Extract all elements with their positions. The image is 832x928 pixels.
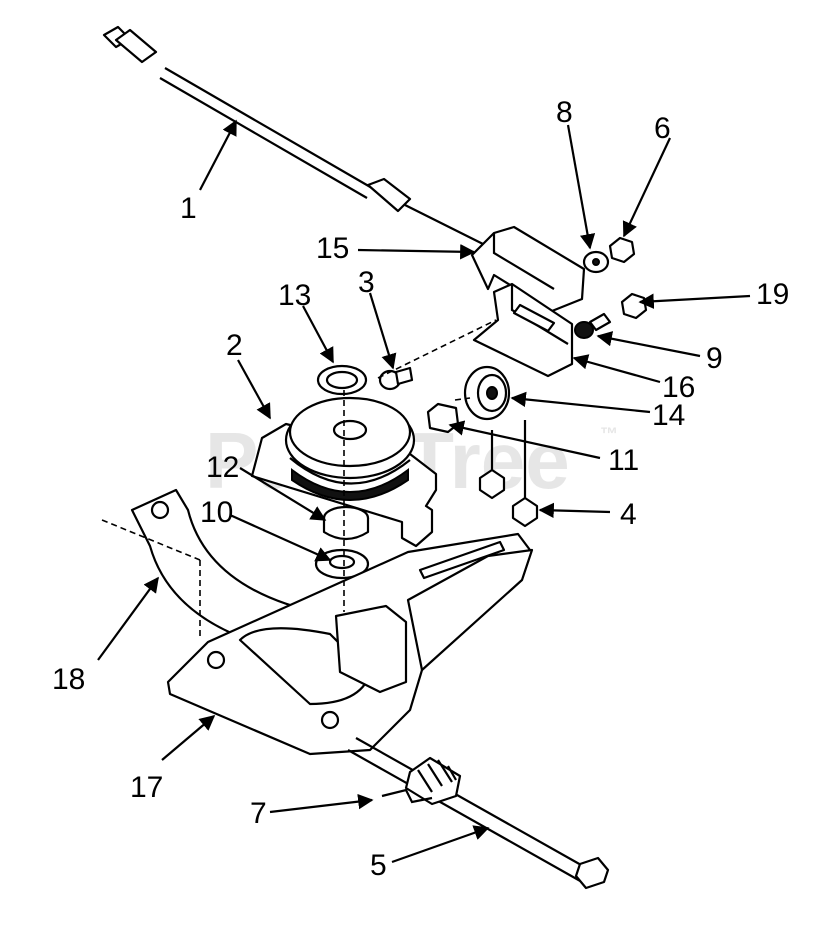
leaders [97, 119, 751, 864]
callout-15: 15 [316, 232, 349, 265]
callout-17: 17 [130, 771, 163, 804]
part-17-base-plate [166, 532, 534, 756]
callout-19: 19 [756, 278, 789, 311]
part-12-collar [322, 505, 370, 541]
part-13-ring [316, 364, 368, 396]
part-7-spring [381, 756, 462, 806]
part-9-bolt [574, 312, 612, 339]
part-6-nut [608, 236, 636, 264]
callout-8: 8 [556, 96, 573, 129]
part-19-nut [620, 292, 648, 320]
part-11-bushing [426, 402, 460, 434]
callout-4: 4 [620, 498, 637, 531]
callout-11: 11 [608, 444, 639, 477]
part-16-bracket [472, 282, 574, 378]
callout-14: 14 [652, 399, 685, 432]
callout-7: 7 [250, 797, 267, 830]
callout-3: 3 [358, 266, 375, 299]
callout-18: 18 [52, 663, 85, 696]
part-14-idler-pulley [463, 365, 511, 421]
callout-10: 10 [200, 496, 233, 529]
part-5-shaft [347, 737, 610, 890]
callout-6: 6 [654, 112, 671, 145]
part-4-bolt [478, 420, 539, 528]
watermark-tm: ™ [600, 424, 618, 444]
callout-2: 2 [226, 329, 243, 362]
callout-5: 5 [370, 849, 387, 882]
callout-13: 13 [278, 279, 311, 312]
callout-12: 12 [206, 451, 239, 484]
callout-16: 16 [662, 371, 695, 404]
callout-1: 1 [180, 192, 197, 225]
part-8-washer [582, 250, 610, 274]
part-15-bracket [470, 225, 586, 313]
callout-labels: 1 2 3 4 5 6 7 8 9 10 11 12 13 14 15 16 1… [52, 96, 789, 882]
callout-9: 9 [706, 342, 723, 375]
part-3-pin [378, 366, 414, 391]
part-1-cable [102, 25, 486, 246]
